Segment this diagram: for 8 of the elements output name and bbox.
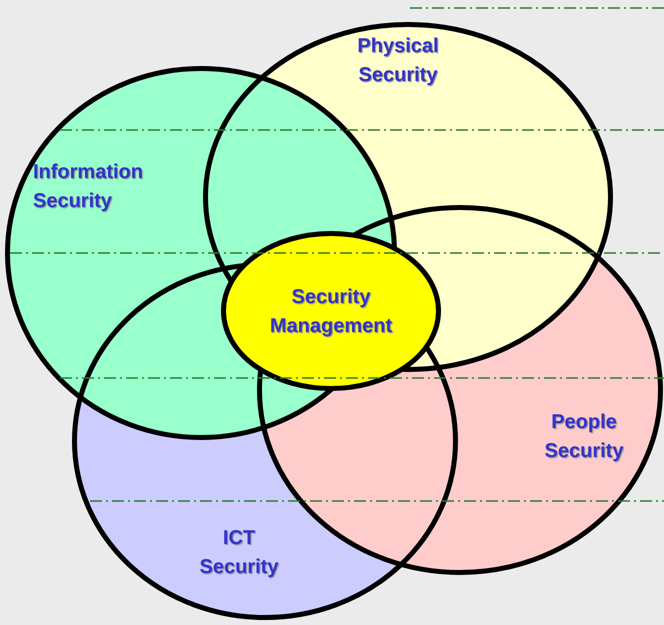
ellipse-label: Security Management (268, 285, 394, 339)
ellipse-label: ICT Security (198, 526, 280, 580)
ellipse (221, 231, 441, 391)
ellipse-label: Information Security (33, 160, 144, 214)
ellipse-label: People Security (544, 410, 624, 464)
ellipse (72, 262, 458, 620)
ellipse (203, 22, 613, 372)
ellipse-label: Physical Security (356, 34, 440, 88)
